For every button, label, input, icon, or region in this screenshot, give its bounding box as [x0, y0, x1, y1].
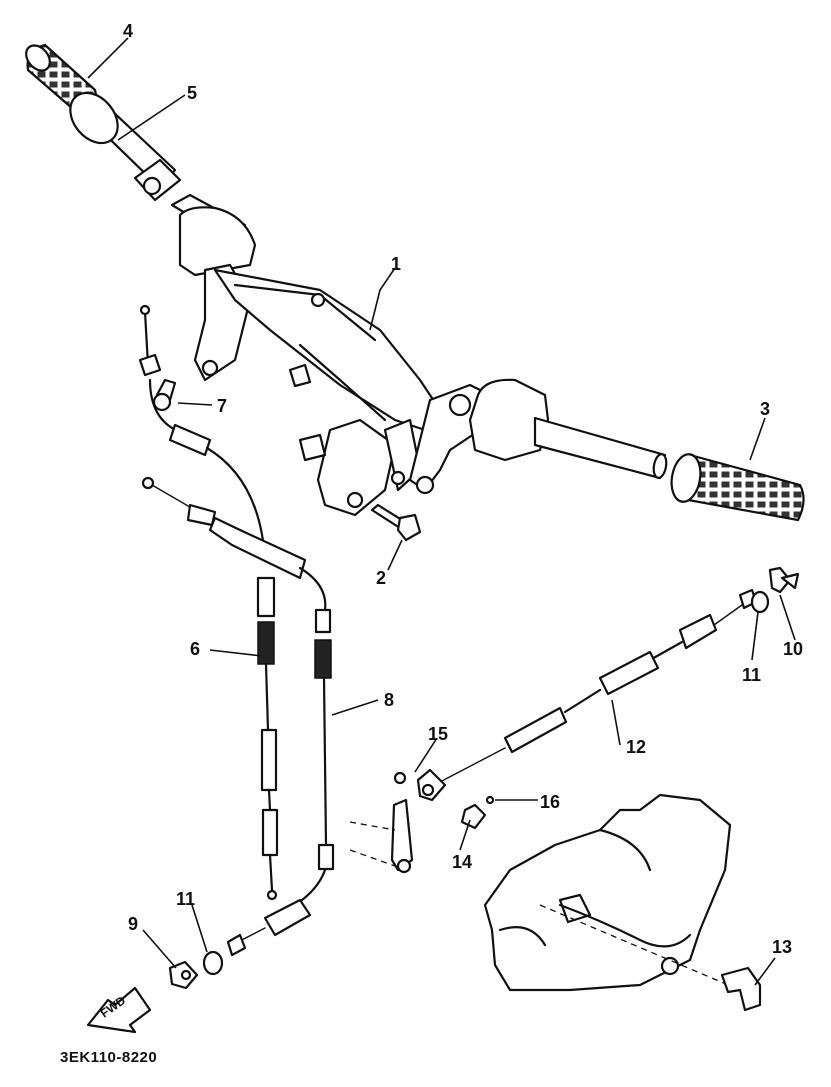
callout-9: 9 [128, 914, 138, 934]
callout-3: 3 [760, 399, 770, 419]
bolt [370, 503, 422, 542]
right-grip [670, 453, 805, 522]
callout-8: 8 [384, 690, 394, 710]
callout-11-upper: 11 [742, 665, 761, 685]
cable-clip [720, 966, 762, 1012]
callout-6: 6 [190, 639, 200, 659]
callout-5: 5 [187, 83, 197, 103]
callout-11-lower: 11 [176, 889, 195, 909]
handlebar [170, 193, 668, 517]
callout-13: 13 [772, 937, 792, 957]
locknut-11-upper [750, 590, 770, 614]
callout-15: 15 [428, 724, 448, 744]
callout-1: 1 [391, 254, 401, 274]
adjuster-nut-10 [768, 566, 800, 594]
callout-2: 2 [376, 568, 386, 588]
clutch-bracket [349, 768, 495, 874]
locknut-11-lower [202, 950, 224, 976]
callout-12: 12 [626, 737, 646, 757]
callout-14: 14 [452, 852, 472, 872]
forward-arrow: FWD [86, 986, 152, 1034]
leader-lines [87, 37, 796, 986]
callout-4: 4 [123, 21, 133, 41]
clutch-cable [439, 588, 758, 783]
throttle-cable [141, 476, 335, 957]
callout-7: 7 [217, 396, 227, 416]
diagram-code: 3EK110-8220 [60, 1049, 157, 1066]
engine-case [483, 793, 741, 992]
callout-labels: 4 5 1 3 2 7 6 8 15 12 16 14 11 10 9 11 1… [123, 21, 803, 957]
callout-16: 16 [540, 792, 560, 812]
screw [152, 378, 177, 412]
adjuster-nut-9 [168, 960, 199, 990]
callout-10: 10 [783, 639, 803, 659]
throttle-grip [69, 91, 182, 202]
